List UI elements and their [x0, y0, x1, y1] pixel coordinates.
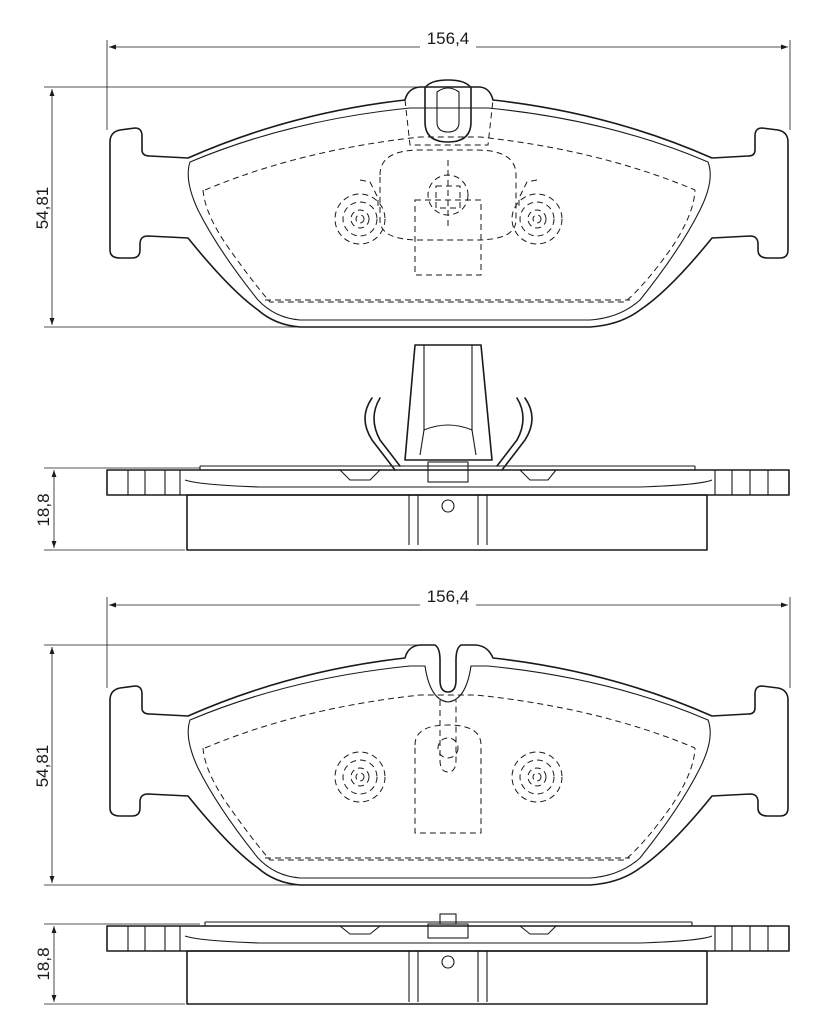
- bottom-front-view: 156,4 54,81: [32, 587, 791, 886]
- top-side-view: 18,8: [34, 344, 790, 551]
- bottom-friction-material: [187, 665, 711, 879]
- top-right-wear-indicator: [511, 179, 563, 245]
- top-front-view: 156,4 54,81: [32, 29, 791, 328]
- top-left-wear-indicator: [334, 179, 386, 245]
- top-thickness-dimension: 18,8: [34, 467, 200, 551]
- bottom-side-view: 18,8: [34, 913, 790, 1005]
- bottom-height-dimension: 54,81: [32, 644, 430, 886]
- bottom-left-wear-indicator: [334, 751, 386, 803]
- bottom-thickness-dimension: 18,8: [34, 923, 200, 1005]
- top-friction-material: [187, 107, 711, 321]
- bottom-width-dimension: 156,4: [106, 587, 791, 688]
- top-retaining-clip: [424, 79, 472, 143]
- bottom-width-label: 156,4: [427, 587, 470, 606]
- top-backing-plate: [109, 86, 789, 328]
- top-width-label: 156,4: [427, 29, 470, 48]
- bottom-right-wear-indicator: [511, 751, 563, 803]
- bottom-side-friction-block: [186, 950, 708, 1005]
- top-height-label: 54,81: [33, 187, 52, 230]
- top-height-dimension: 54,81: [32, 86, 430, 328]
- bottom-backing-plate: [109, 644, 789, 886]
- bottom-height-label: 54,81: [33, 745, 52, 788]
- top-side-friction-block: [186, 494, 708, 551]
- top-width-dimension: 156,4: [106, 29, 791, 130]
- top-side-spring-clip: [404, 344, 493, 461]
- top-thickness-label: 18,8: [34, 493, 53, 526]
- bottom-thickness-label: 18,8: [34, 947, 53, 980]
